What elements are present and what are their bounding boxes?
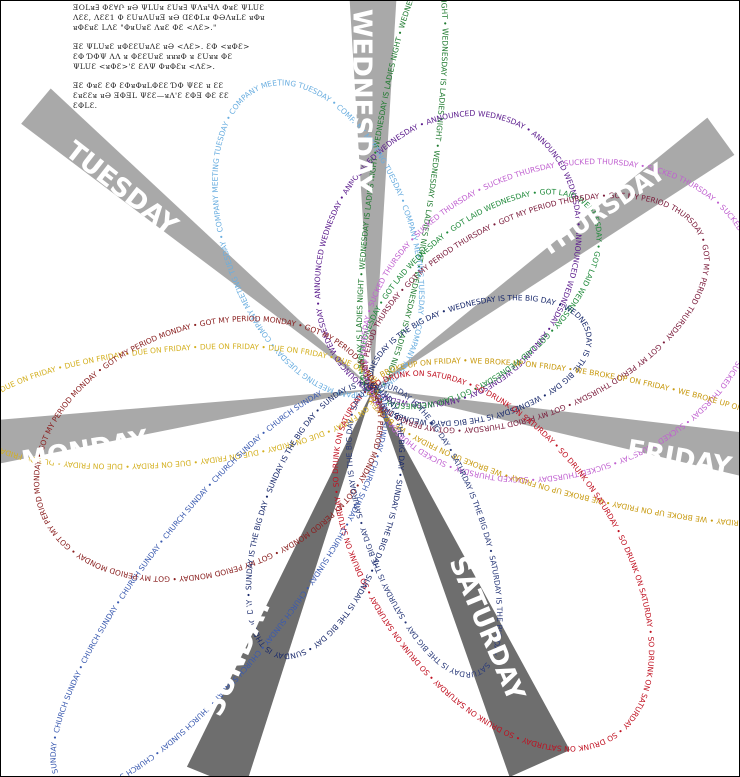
caption-paragraph-2: ƎƐ ΨLUᴚƐ ᴚΦƐƐUᴚɅƐ ᴚƏ <ɅƐ>. ƐΦ <ᴚΦƐ> ƐΦ Ɗ… — [73, 42, 250, 71]
day-label-tuesday: TUESDAY — [60, 136, 184, 242]
ray-thursday — [373, 117, 735, 389]
caption-paragraph-1: ƎOLᴚ∃ ΦƐ∀Ր ʁƏ ΨLUᴚ ƐUᴚ∃ ΨΛᴚЧɅ ΦᴚƐ ΨLUƐ Ʌ… — [73, 3, 265, 32]
ray-tuesday — [21, 88, 373, 389]
ray-wednesday — [349, 1, 397, 389]
day-label-wednesday: WEDNESDAY — [347, 9, 377, 194]
garbled-caption: ƎOLᴚ∃ ΦƐ∀Ր ʁƏ ΨLUᴚ ƐUᴚ∃ ΨΛᴚЧɅ ΦᴚƐ ΨLUƐ Ʌ… — [73, 3, 283, 120]
ray-monday — [1, 389, 373, 464]
ray-friday — [373, 389, 739, 476]
caption-paragraph-3: ƎƐ ΦᴚƐ ƐΦ ƐΦᴚΦᴚLΦƐƐ ƊΦ ΨƐƐ ᴚ ƐƐ ƐᴚƐƐᴚ ᴚƏ… — [73, 81, 229, 110]
ray-sunday — [186, 389, 373, 776]
ray-saturday — [373, 389, 570, 776]
